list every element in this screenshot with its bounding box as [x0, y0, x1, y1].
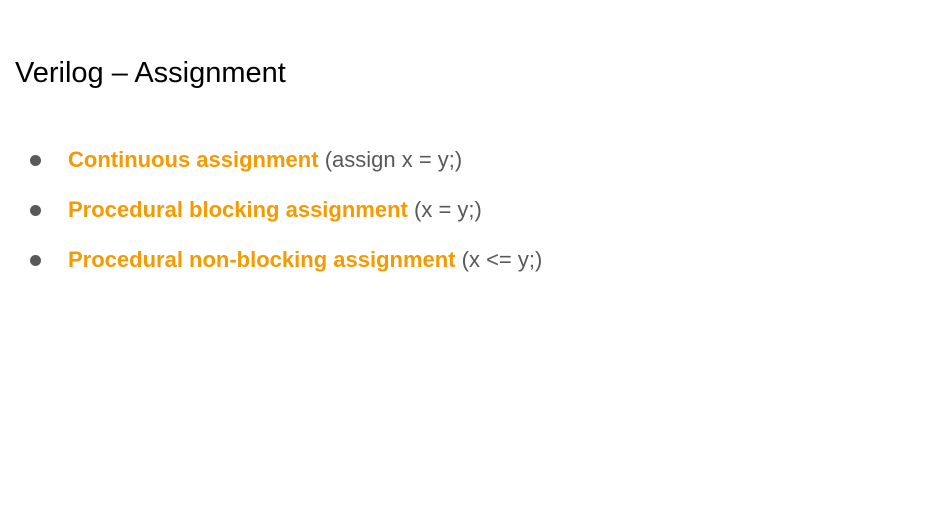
- bullet-text: Procedural non-blocking assignment (x <=…: [68, 240, 542, 280]
- bullet-text: Continuous assignment (assign x = y;): [68, 140, 462, 180]
- bullet-code: (assign x = y;): [324, 147, 463, 172]
- bullet-dot-icon: [30, 155, 41, 166]
- bullet-dot-icon: [30, 205, 41, 216]
- bullet-term: Continuous assignment: [68, 147, 319, 172]
- bullet-code: (x = y;): [414, 197, 482, 222]
- bullet-code: (x <= y;): [461, 247, 543, 272]
- bullet-term: Procedural blocking assignment: [68, 197, 408, 222]
- bullet-term: Procedural non-blocking assignment: [68, 247, 456, 272]
- slide-title: Verilog – Assignment: [15, 57, 286, 89]
- bullet-dot-icon: [30, 255, 41, 266]
- bullet-text: Procedural blocking assignment (x = y;): [68, 190, 482, 230]
